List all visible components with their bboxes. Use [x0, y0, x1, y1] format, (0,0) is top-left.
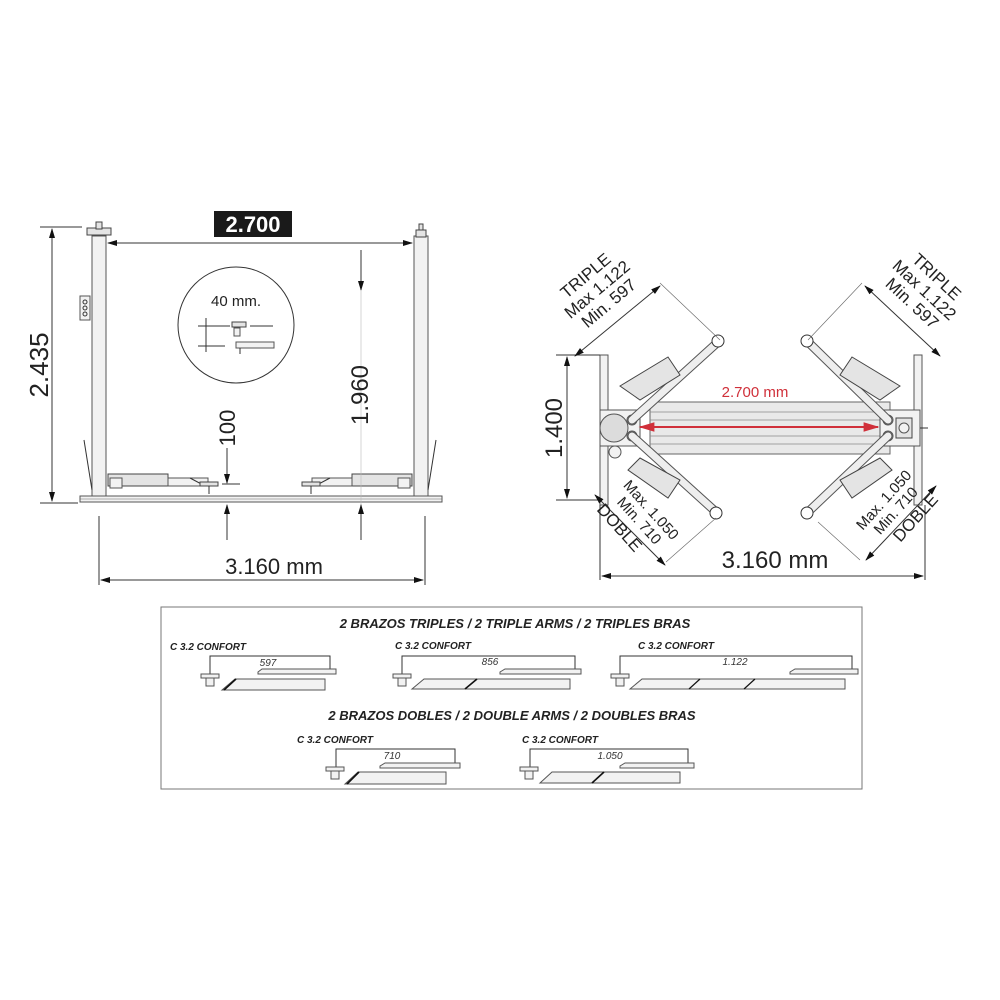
width-badge	[214, 211, 292, 237]
left-column	[79, 221, 112, 499]
svg-text:597: 597	[260, 658, 277, 669]
width-badge-label: 2.700	[225, 212, 280, 237]
arms-table: 2 BRAZOS TRIPLES / 2 TRIPLE ARMS / 2 TRI…	[160, 606, 863, 790]
overall-width-label: 3.160 mm	[225, 554, 323, 579]
height-total-label: 2.435	[24, 332, 54, 397]
control-box-icon	[79, 295, 91, 321]
triple-arms-heading: 2 BRAZOS TRIPLES / 2 TRIPLE ARMS / 2 TRI…	[339, 616, 691, 631]
svg-text:C 3.2 CONFORT: C 3.2 CONFORT	[638, 641, 715, 652]
top-view: 2.700 mm 1.400 3.160 mm TRIPLE Max 1.122…	[541, 249, 965, 580]
svg-text:856: 856	[482, 657, 499, 668]
triple-arm-856: C 3.2 CONFORT 856	[392, 641, 582, 690]
arm-bottom-left	[627, 431, 723, 520]
double-arm-1050: C 3.2 CONFORT 1.050	[519, 735, 695, 784]
svg-text:C 3.2 CONFORT: C 3.2 CONFORT	[170, 642, 247, 653]
double-arm-710: C 3.2 CONFORT 710	[297, 735, 461, 785]
svg-text:C 3.2 CONFORT: C 3.2 CONFORT	[395, 641, 472, 652]
detail-circle-label: 40 mm.	[211, 293, 261, 310]
svg-text:1.050: 1.050	[597, 751, 622, 762]
inner-width-label: 2.700 mm	[722, 384, 789, 401]
arm-top-left	[619, 334, 725, 425]
arm-top-right	[800, 334, 901, 425]
depth-label: 1.400	[541, 398, 568, 458]
triple-right-label: TRIPLE Max 1.122 Min. 597	[882, 250, 965, 333]
front-view: 2.700 2.435 1.960 100 3.160 mm 40 mm.	[24, 211, 443, 585]
lift-height-label: 1.960	[347, 365, 374, 425]
svg-text:C 3.2 CONFORT: C 3.2 CONFORT	[522, 735, 599, 746]
min-height-label: 100	[215, 410, 240, 447]
double-arms-heading: 2 BRAZOS DOBLES / 2 DOUBLE ARMS / 2 DOUB…	[327, 708, 695, 723]
triple-arm-597: C 3.2 CONFORT 597	[170, 642, 337, 691]
pad-detail-circle: 40 mm.	[177, 266, 295, 384]
left-arms	[107, 473, 219, 494]
arm-bottom-right	[800, 431, 893, 520]
right-arms	[301, 473, 413, 494]
right-column	[413, 223, 437, 499]
triple-arm-1122: C 3.2 CONFORT 1.122	[610, 641, 859, 690]
triple-left-label: TRIPLE Max 1.122 Min. 597	[557, 249, 640, 331]
svg-text:710: 710	[384, 751, 401, 762]
top-overall-width-label: 3.160 mm	[722, 547, 829, 574]
svg-text:C 3.2 CONFORT: C 3.2 CONFORT	[297, 735, 374, 746]
svg-text:1.122: 1.122	[722, 657, 747, 668]
